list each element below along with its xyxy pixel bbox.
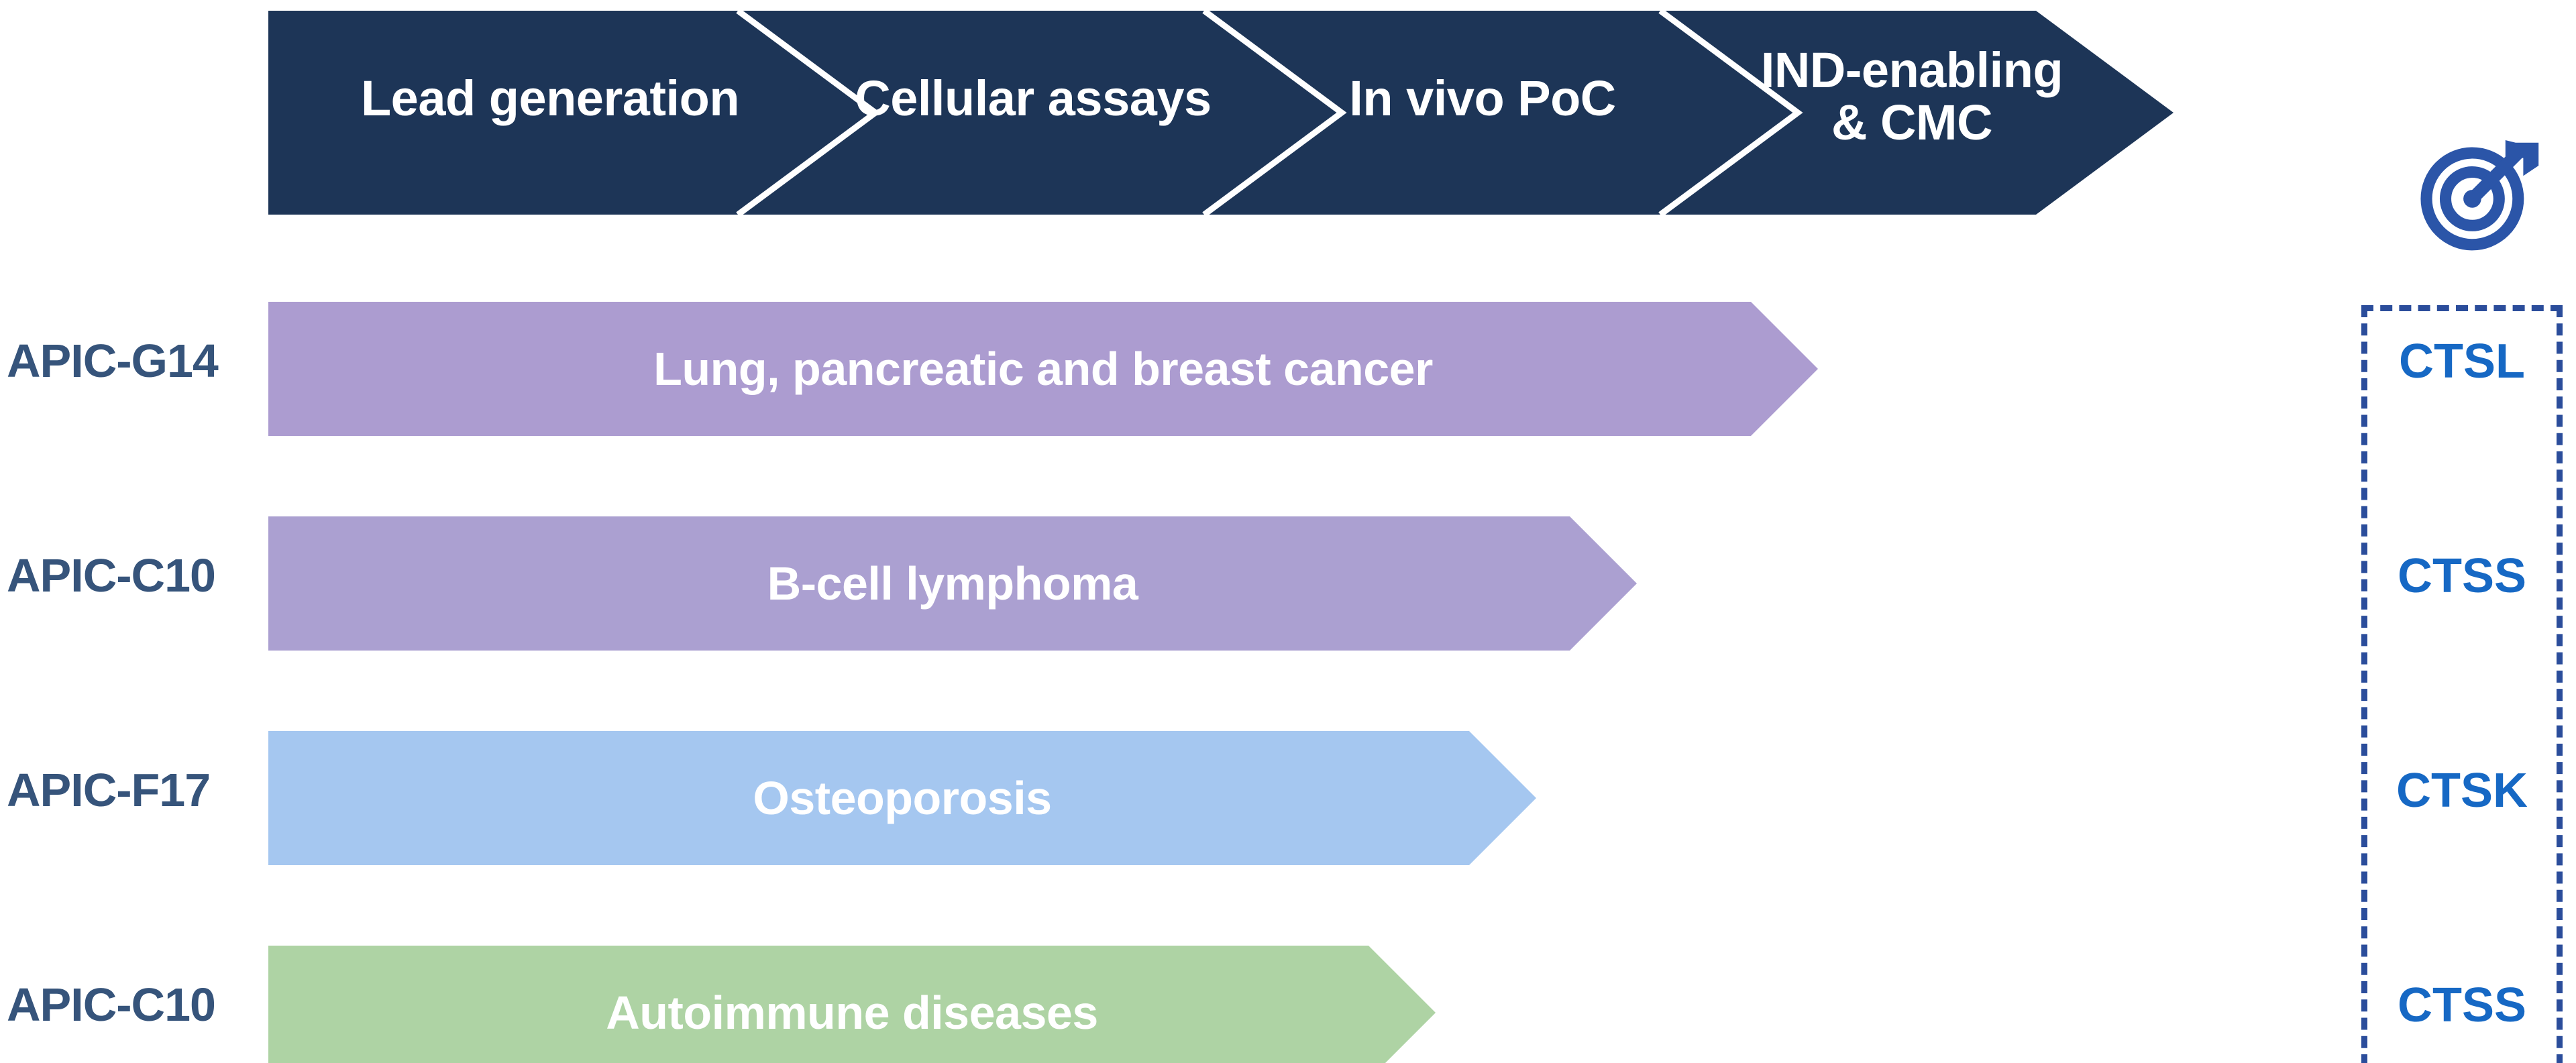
stage-label-ind-enabling-cmc[interactable]: IND-enabling & CMC [1760,42,2063,151]
program-code: APIC-G14 [7,335,219,387]
stage-divider-3 [1658,8,1803,217]
program-code: APIC-F17 [7,764,211,816]
progress-bar-arrow[interactable]: B-cell lymphoma [268,516,1637,651]
target-gene-label: CTSS [2397,978,2527,1032]
target-column-dashed-box [2361,305,2563,1063]
stage-divider-2 [1202,8,1347,217]
stage-divider-1 [736,8,881,217]
program-code: APIC-C10 [7,549,216,602]
target-gene-label: CTSK [2396,764,2528,818]
stage-label-cellular-assays[interactable]: Cellular assays [855,70,1212,126]
progress-bar-arrow[interactable]: Osteoporosis [268,731,1536,865]
program-code: APIC-C10 [7,978,216,1031]
target-bullseye-arrow-icon [2414,127,2541,255]
target-gene-label: CTSS [2397,549,2527,603]
target-gene-label: CTSL [2399,335,2525,388]
pipeline-stage-bar: Lead generation Cellular assays In vivo … [268,5,2174,220]
stage-bar-body [268,11,2174,215]
progress-bar-arrow[interactable]: Lung, pancreatic and breast cancer [268,302,1818,436]
progress-bar-arrow[interactable]: Autoimmune diseases [268,946,1436,1063]
stage-label-lead-generation[interactable]: Lead generation [360,70,740,126]
stage-label-in-vivo-poc[interactable]: In vivo PoC [1349,70,1616,126]
